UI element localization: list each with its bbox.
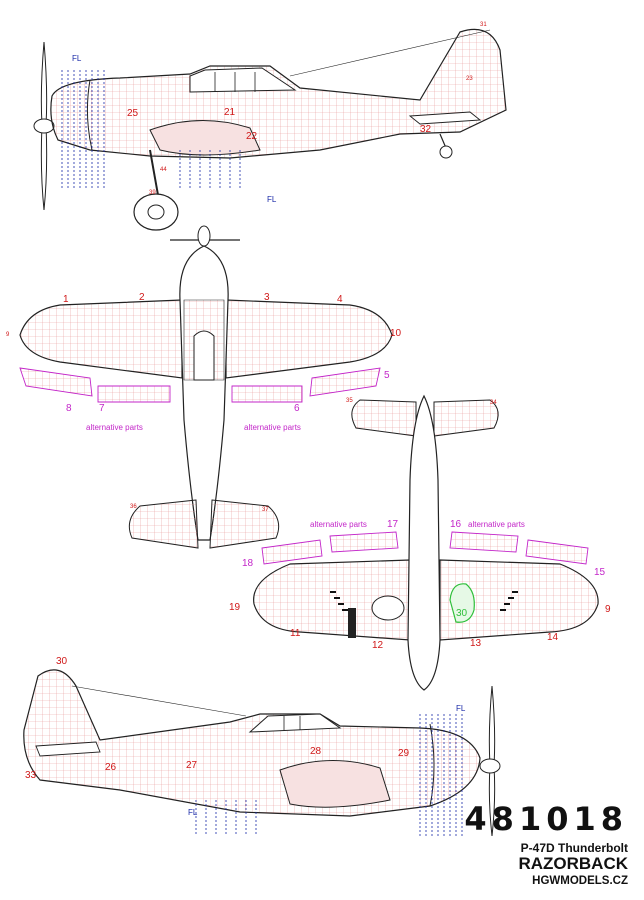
fl-label: FL (456, 704, 466, 713)
part-number: 5 (384, 370, 390, 381)
alternative-parts-label: alternative parts (86, 423, 143, 432)
part-number: 21 (224, 107, 236, 118)
side-view-right: FL FL 30 26 27 28 29 33 (23, 656, 501, 838)
part-number: 18 (242, 558, 254, 569)
part-number: 36 (130, 504, 137, 510)
part-number: 25 (127, 108, 139, 119)
part-number: 6 (294, 403, 300, 414)
part-number: 14 (547, 632, 559, 643)
top-view: 1 2 3 4 10 9 8 7 6 5 alternative parts a… (6, 225, 402, 549)
part-number: 23 (466, 76, 473, 82)
part-number: 1 (63, 294, 69, 305)
part-number: 34 (490, 400, 497, 406)
part-number: 32 (420, 124, 432, 135)
part-number: 15 (594, 567, 606, 578)
aircraft-variant: RAZORBACK (518, 854, 628, 873)
part-number: 19 (229, 602, 241, 613)
part-number: 29 (398, 748, 410, 759)
part-number: 7 (99, 403, 105, 414)
bottom-view: alternative parts alternative parts 17 1… (229, 394, 611, 691)
part-number: 33 (25, 770, 37, 781)
side-view-left: FL FL 25 21 22 32 23 31 44 39 (33, 22, 507, 231)
part-number: 35 (346, 398, 353, 404)
website-link[interactable]: HGWMODELS.CZ (532, 875, 628, 887)
part-number: 2 (139, 292, 145, 303)
part-number: 3 (264, 292, 270, 303)
part-number: 8 (66, 403, 72, 414)
part-number: 13 (470, 638, 482, 649)
part-number: 12 (372, 640, 384, 651)
part-number: 26 (105, 762, 117, 773)
part-number: 11 (290, 628, 301, 639)
aircraft-model: P-47D Thunderbolt (520, 841, 628, 855)
fl-label: FL (188, 808, 198, 817)
part-number: 39 (149, 190, 156, 196)
alternative-parts-label: alternative parts (468, 520, 525, 529)
part-number: 30 (456, 608, 468, 619)
part-number: 44 (160, 167, 167, 173)
part-number: 17 (387, 519, 399, 530)
part-number: 9 (605, 604, 611, 615)
alternative-parts-label: alternative parts (244, 423, 301, 432)
product-code: 481018 (464, 800, 628, 838)
alternative-parts-label: alternative parts (310, 520, 367, 529)
part-number: 37 (262, 507, 269, 513)
part-number: 10 (390, 328, 402, 339)
part-number: 9 (6, 332, 10, 338)
fl-label: FL (267, 195, 277, 204)
part-number: 30 (56, 656, 68, 667)
part-number: 22 (246, 131, 258, 142)
fl-label: FL (72, 54, 82, 63)
part-number: 16 (450, 519, 462, 530)
part-number: 31 (480, 22, 487, 28)
part-number: 27 (186, 760, 198, 771)
part-number: 4 (337, 294, 343, 305)
part-number: 28 (310, 746, 322, 757)
